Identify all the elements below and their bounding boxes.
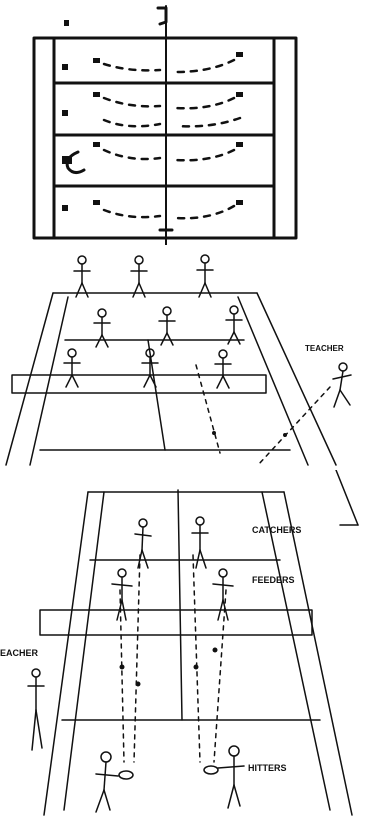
hitter-figure (218, 746, 244, 808)
player-figure (74, 256, 90, 297)
overlap-corner (336, 470, 358, 525)
player-figure (226, 306, 242, 344)
net-post-top (158, 8, 166, 24)
court-lines (6, 293, 336, 465)
court-lines (44, 490, 352, 815)
feeder-figure (112, 569, 132, 620)
teacher-label: TEACHER (305, 344, 344, 353)
feeder-marks (93, 52, 243, 205)
feeder-figure (213, 569, 233, 620)
overhead-court-diagram (0, 0, 367, 245)
net-band (40, 610, 312, 635)
players-group (64, 255, 351, 407)
teacher-label: EACHER (0, 648, 38, 658)
player-markers-left (62, 20, 72, 211)
middle-court-diagram: TEACHER (0, 245, 367, 470)
feeders-label: FEEDERS (252, 575, 295, 585)
bottom-court-diagram: CATCHERS FEEDERS EACHER HITTERS (0, 470, 367, 827)
player-figure (64, 349, 80, 387)
bottom-court-drawing (0, 470, 367, 827)
hitters-label: HITTERS (248, 763, 287, 773)
ball-dots (212, 431, 287, 437)
player-figure (94, 309, 110, 347)
figures-group (28, 517, 244, 812)
racket-icon (119, 771, 133, 779)
teacher-figure (28, 669, 44, 750)
teacher-figure (333, 363, 351, 407)
ball-paths-left (104, 64, 160, 217)
hitter-figure (96, 752, 118, 812)
player-figure (197, 255, 213, 297)
middle-court-drawing (0, 245, 367, 470)
catchers-label: CATCHERS (252, 525, 301, 535)
ball-lanes (120, 555, 226, 762)
ball-dots (120, 648, 218, 687)
overhead-court-drawing (0, 0, 367, 245)
player-figure (131, 256, 147, 297)
player-figure (215, 350, 231, 388)
racket-icon (204, 766, 218, 774)
